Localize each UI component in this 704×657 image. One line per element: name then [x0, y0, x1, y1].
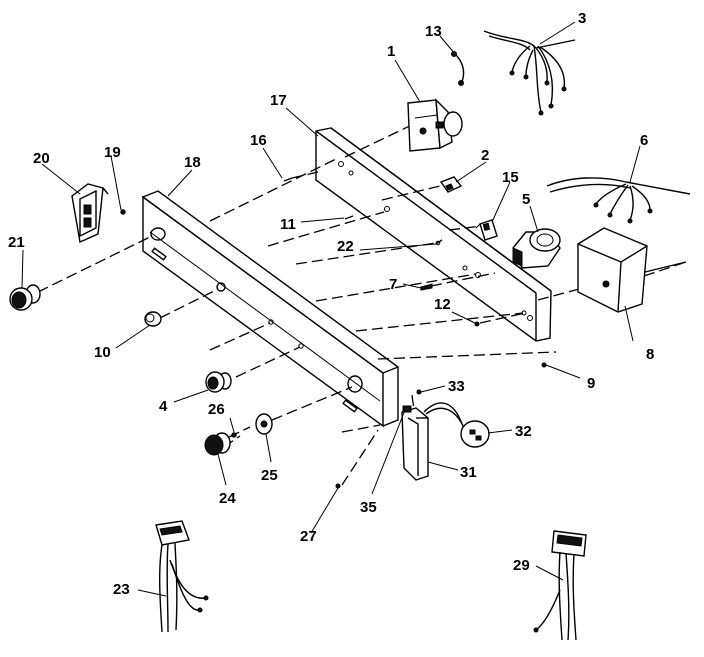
label-26: 26	[208, 401, 225, 418]
console-panel	[141, 190, 400, 428]
label-12: 12	[434, 296, 451, 313]
label-3: 3	[578, 10, 586, 27]
label-31: 31	[460, 464, 477, 481]
buzzer	[512, 228, 561, 269]
part-labels: 1 2 3 4 5 6 7 8 9 10 11 12 13 15 16 17 1…	[8, 10, 654, 598]
rear-bracket	[315, 127, 552, 342]
connector	[439, 176, 463, 193]
label-33: 33	[448, 378, 465, 395]
label-16: 16	[250, 132, 267, 149]
label-25: 25	[261, 467, 278, 484]
washer	[255, 413, 273, 435]
control-module	[577, 227, 687, 313]
label-9: 9	[587, 375, 595, 392]
knob-left	[9, 284, 41, 311]
label-23: 23	[113, 581, 130, 598]
knob-lower	[204, 432, 231, 456]
assembly-lines	[37, 121, 687, 486]
label-6: 6	[640, 132, 648, 149]
mounting-bracket	[71, 183, 109, 244]
label-4: 4	[159, 398, 168, 415]
label-2: 2	[481, 147, 489, 164]
push-button	[144, 311, 162, 327]
label-24: 24	[219, 490, 236, 507]
label-29: 29	[513, 557, 530, 574]
label-1: 1	[387, 43, 395, 60]
sensor-assembly	[401, 402, 490, 481]
leader-lines	[21, 21, 641, 597]
label-22: 22	[337, 238, 354, 255]
label-27: 27	[300, 528, 317, 545]
knob-middle	[205, 371, 232, 393]
label-17: 17	[270, 92, 287, 109]
label-8: 8	[646, 346, 654, 363]
label-32: 32	[515, 423, 532, 440]
label-7: 7	[389, 276, 397, 293]
label-13: 13	[425, 23, 442, 40]
small-wire	[451, 51, 465, 86]
connector-harness-left	[155, 520, 209, 633]
label-10: 10	[94, 344, 111, 361]
timer-motor	[407, 98, 463, 152]
wire-harness-right	[546, 177, 691, 224]
switch	[475, 219, 498, 241]
label-20: 20	[33, 150, 50, 167]
label-35: 35	[360, 499, 377, 516]
label-18: 18	[184, 154, 201, 171]
label-5: 5	[522, 191, 530, 208]
wire-harness-top	[483, 30, 576, 116]
label-11: 11	[280, 216, 296, 233]
label-19: 19	[104, 144, 121, 161]
label-15: 15	[502, 169, 519, 186]
label-21: 21	[8, 234, 25, 251]
connector-harness-right	[533, 530, 587, 641]
